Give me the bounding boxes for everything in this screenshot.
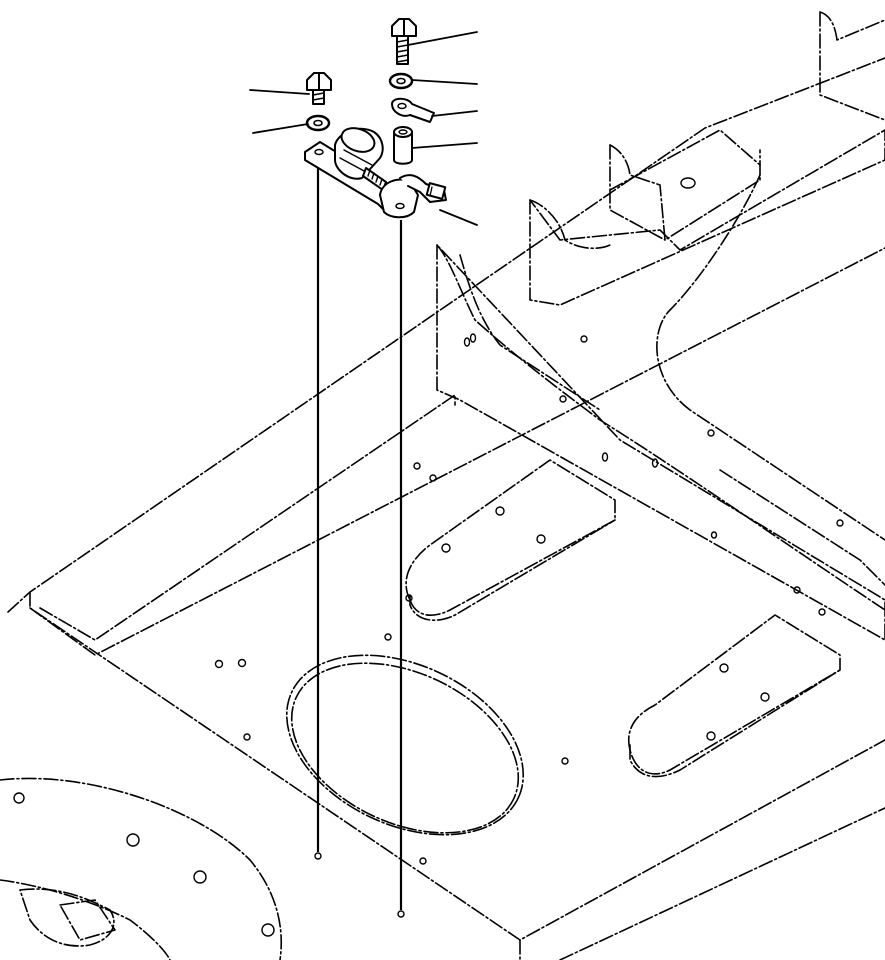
leader-ground-terminal <box>431 110 478 117</box>
far-beam <box>529 129 885 306</box>
deck-left-edge <box>29 591 885 941</box>
frame-holes <box>13 177 844 937</box>
cross-plate-right <box>719 469 885 586</box>
far-beam-saddle-3 <box>819 11 885 121</box>
far-beam-block <box>609 129 761 241</box>
center-beam-top <box>436 244 885 611</box>
leader-solenoid-bracket <box>439 209 478 226</box>
leader-washer-left <box>252 123 309 134</box>
swing-circle-outer <box>0 777 283 960</box>
hex-bolt-icon <box>391 18 417 65</box>
cross-plate-2 <box>628 614 841 775</box>
leader-spacer-collar <box>411 142 478 149</box>
leader-bolt-left <box>249 89 310 95</box>
solenoid-bracket-icon <box>304 127 447 219</box>
ring-terminal-icon <box>391 97 435 123</box>
mount-hole-right <box>397 910 405 918</box>
center-opening-lip <box>290 662 520 834</box>
center-opening <box>285 654 525 836</box>
collar-icon <box>393 126 413 165</box>
center-beam <box>436 244 885 641</box>
revolving-frame <box>0 11 885 960</box>
leader-washer-upper <box>411 79 478 85</box>
cross-plate-1 <box>405 459 616 616</box>
mount-hole-left <box>314 852 322 860</box>
deck-top-edge <box>7 57 885 613</box>
flat-washer-icon <box>305 114 331 132</box>
callout-leaders <box>249 31 478 226</box>
deck-lower-edge <box>559 807 885 960</box>
hex-bolt-icon <box>306 72 332 105</box>
cross-plate-2-inner <box>629 669 841 778</box>
leader-bolt-upper <box>407 31 478 46</box>
center-beam-flange <box>459 254 601 411</box>
assembly-lines <box>314 168 405 918</box>
swing-circle-notch <box>59 899 116 941</box>
deck-center-line <box>39 394 456 641</box>
swing-circle-inner <box>0 879 171 960</box>
flat-washer-icon <box>388 72 414 90</box>
deck-front-strip <box>29 247 885 656</box>
far-beam-saddle-2 <box>609 144 761 241</box>
far-beam-curve <box>656 174 885 541</box>
cross-plate-1-inner <box>409 519 616 621</box>
far-beam-saddle <box>529 199 611 250</box>
